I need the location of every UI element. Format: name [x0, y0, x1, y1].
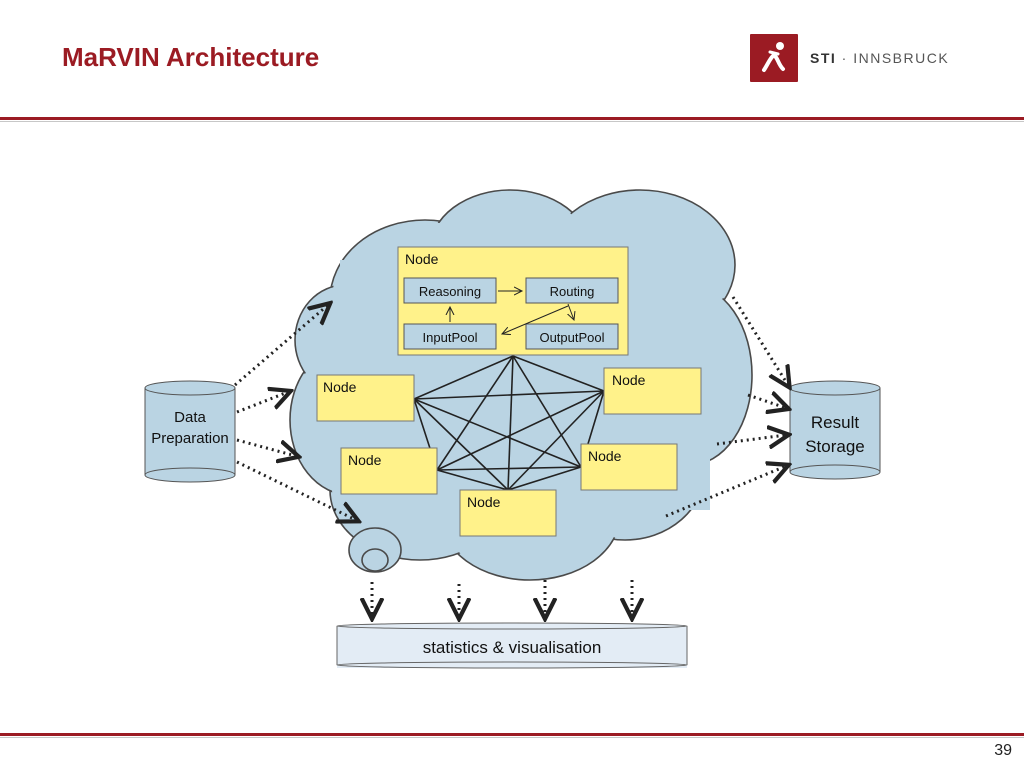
data-preparation-label-line1: Data — [174, 409, 206, 426]
footer-rule-shadow — [0, 737, 1024, 738]
statistics-visualisation-panel: statistics & visualisation — [336, 622, 688, 669]
dataprep-to-cloud-arrow — [236, 438, 296, 456]
dataprep-to-cloud-arrow — [236, 392, 288, 414]
routing-box — [525, 277, 619, 304]
peer-node: Node — [316, 374, 415, 422]
peer-node: Node — [459, 489, 557, 537]
reasoning-label: Reasoning — [419, 284, 481, 299]
logo-name: INNSBRUCK — [853, 50, 950, 66]
dataprep-to-cloud-arrow — [234, 305, 328, 387]
inputpool-label: InputPool — [423, 330, 478, 345]
result-storage-label-line1: Result — [811, 413, 859, 432]
inputpool-box — [403, 323, 497, 350]
dataprep-to-cloud-arrow — [236, 460, 356, 520]
peer-node-label: Node — [612, 372, 646, 388]
outputpool-box — [525, 323, 619, 350]
result-storage-label-line2: Storage — [805, 437, 865, 456]
peer-node-label: Node — [323, 379, 357, 395]
main-node-title: Node — [405, 251, 439, 267]
reasoning-box — [403, 277, 497, 304]
footer-rule — [0, 733, 1024, 736]
dotted-arrows — [234, 296, 788, 616]
statistics-label: statistics & visualisation — [423, 638, 602, 657]
cloud-to-storage-arrow — [747, 395, 786, 408]
peer-node: Node — [603, 367, 702, 415]
peer-node: Node — [580, 443, 678, 491]
logo-brand: STI — [810, 50, 837, 66]
header-rule-shadow — [0, 121, 1024, 122]
data-preparation-label-line2: Preparation — [151, 430, 229, 447]
routing-to-inputpool-arrow — [502, 305, 569, 334]
cloud-to-storage-arrow — [665, 466, 786, 518]
sti-logo-mark-icon — [750, 34, 798, 82]
header-rule — [0, 117, 1024, 120]
outputpool-label: OutputPool — [539, 330, 604, 345]
logo-separator: · — [841, 50, 848, 66]
peer-node: Node — [340, 447, 438, 495]
result-storage-cylinder: Result Storage — [789, 380, 881, 480]
peer-node-label: Node — [467, 494, 501, 510]
sti-innsbruck-logo: STI · INNSBRUCK — [750, 34, 970, 84]
routing-to-outputpool-arrow — [568, 303, 574, 320]
peer-node-label: Node — [348, 452, 382, 468]
data-preparation-cylinder: Data Preparation — [144, 380, 236, 483]
logo-wordmark: STI · INNSBRUCK — [810, 50, 949, 66]
slide-title: MaRVIN Architecture — [62, 42, 320, 72]
routing-label: Routing — [550, 284, 595, 299]
main-node: Node Reasoning Routing InputPool OutputP… — [397, 246, 629, 356]
peer-node-label: Node — [588, 448, 622, 464]
page-number: 39 — [994, 742, 1012, 759]
